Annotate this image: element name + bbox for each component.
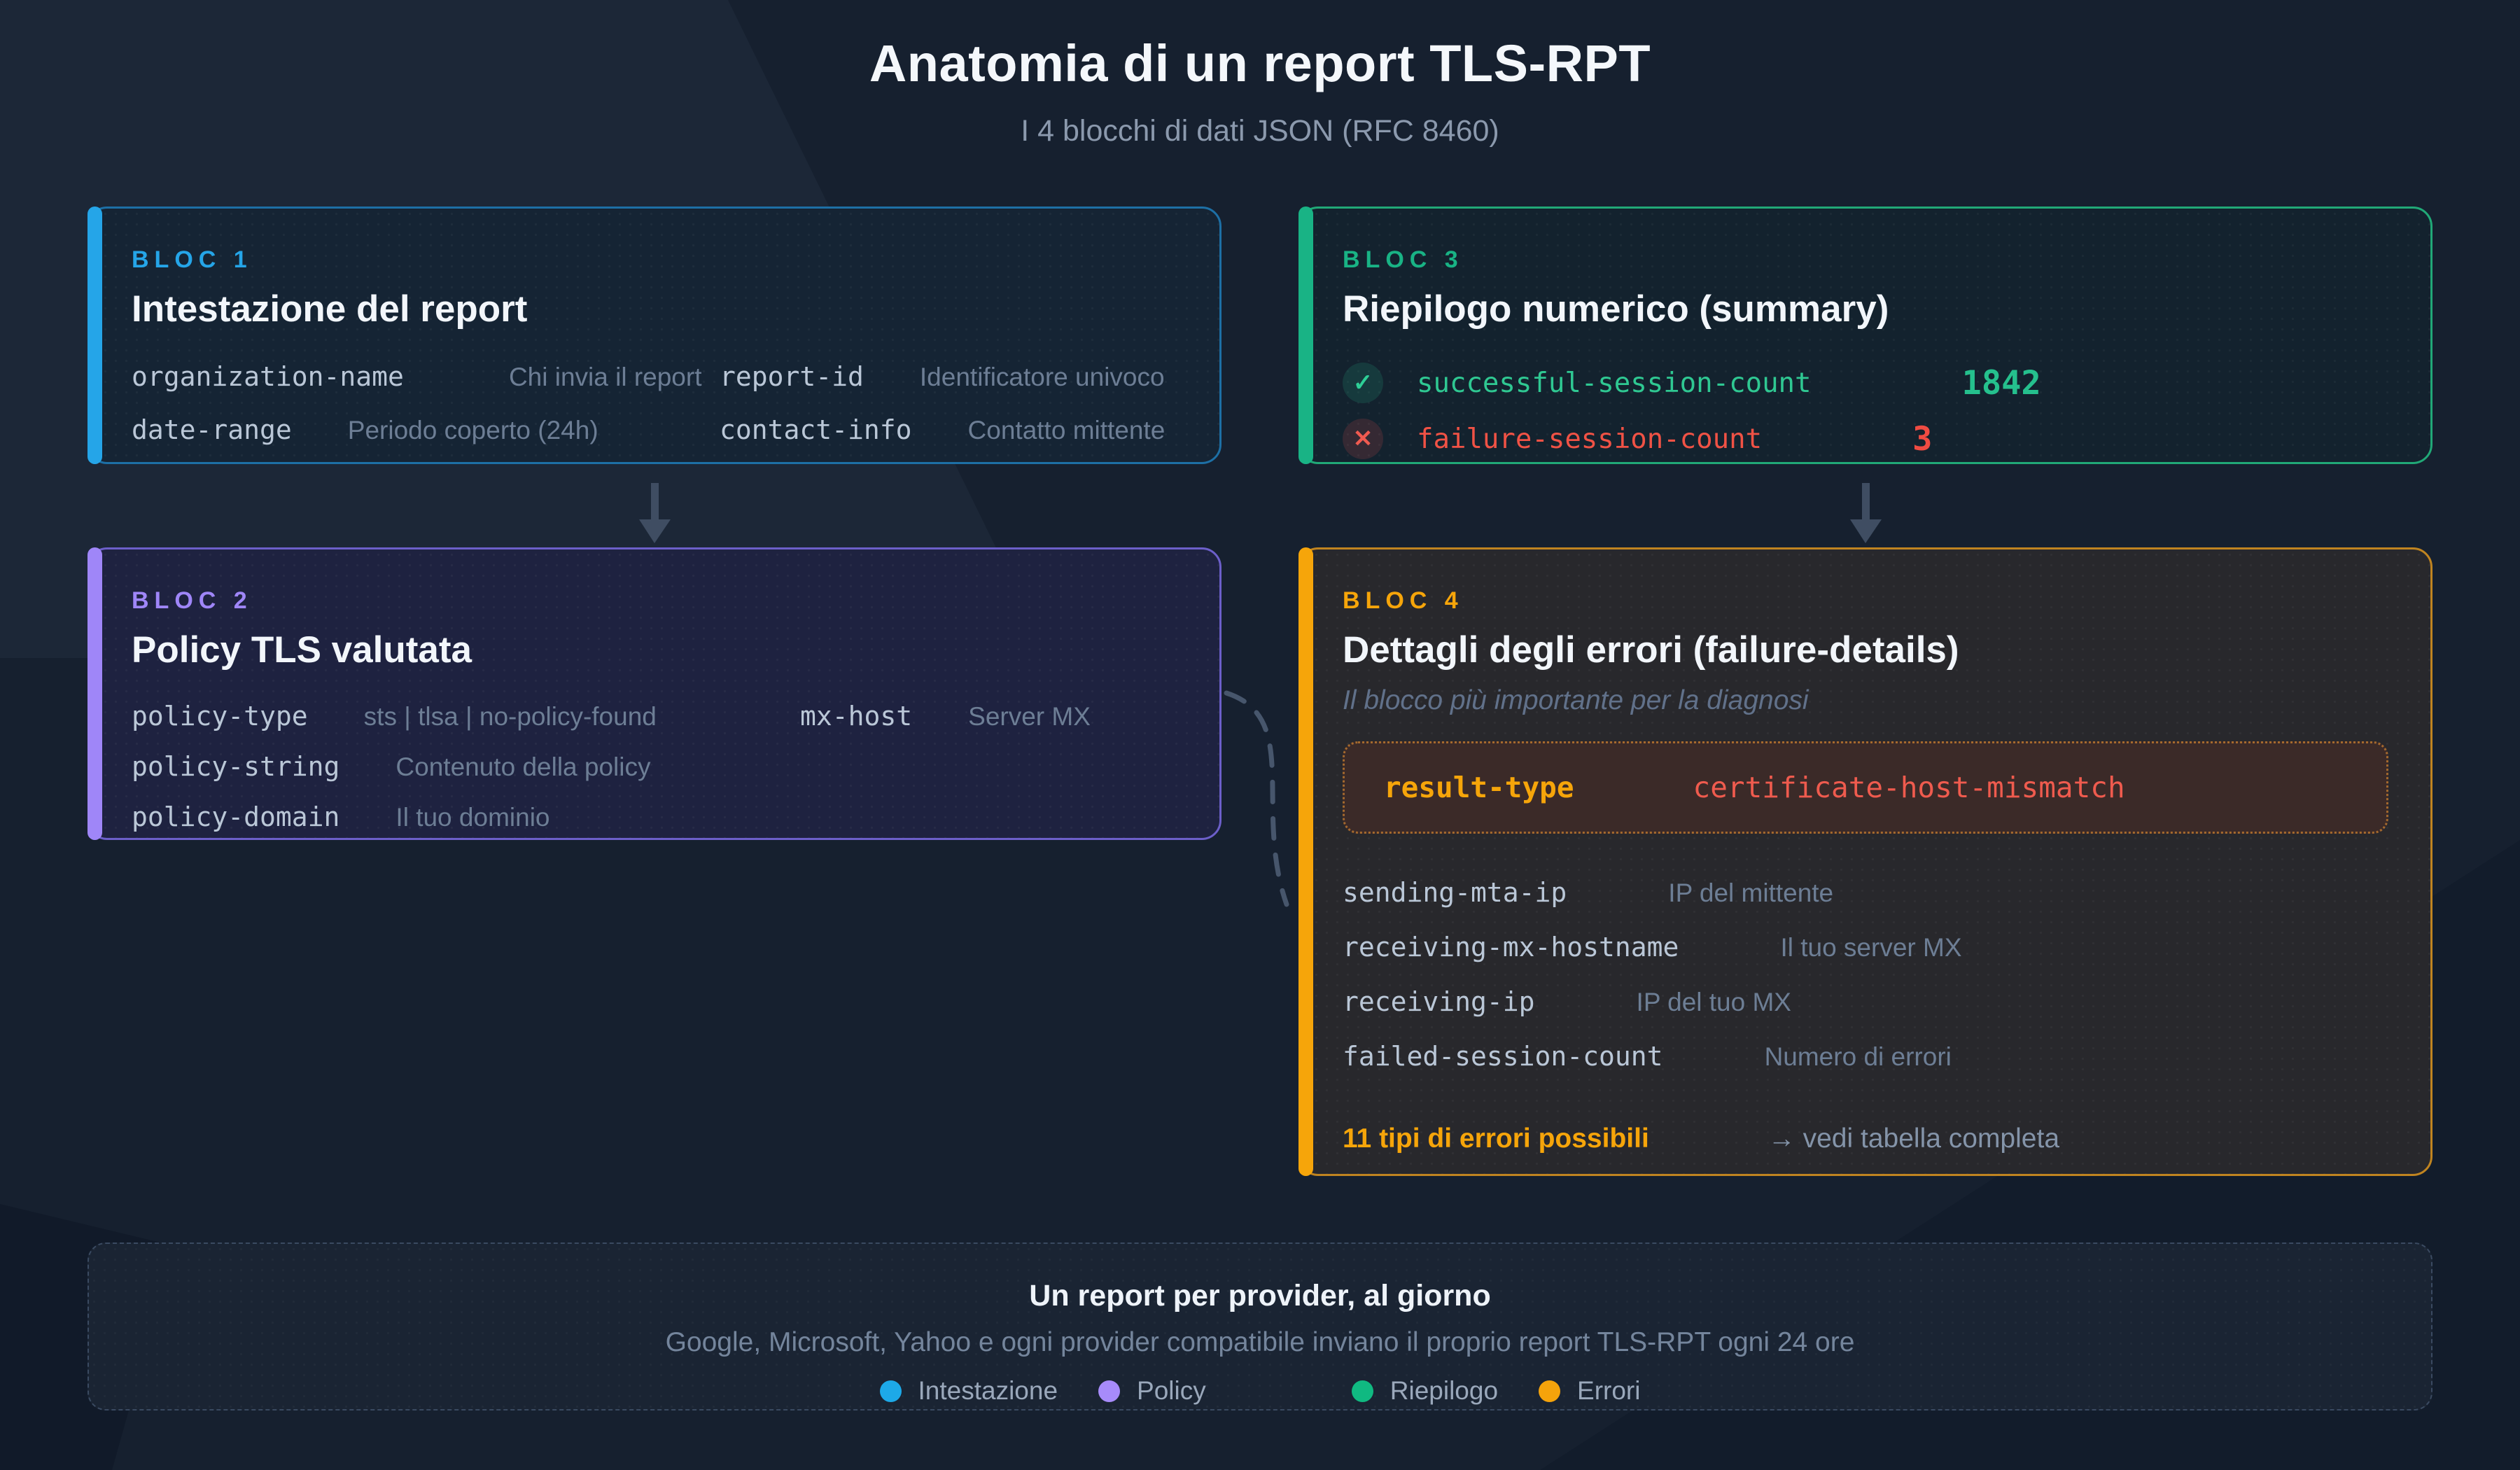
see-full-table-link[interactable]: → vedi tabella completa (1768, 1124, 2060, 1154)
legend: Intestazione Policy Riepilogo Errori (89, 1376, 2431, 1406)
field-key: policy-type (132, 701, 308, 732)
legend-label: Policy (1137, 1376, 1206, 1405)
header: Anatomia di un report TLS-RPT I 4 blocch… (0, 34, 2520, 148)
field-desc: Contatto mittente (967, 416, 1166, 444)
legend-dot-blue-icon (879, 1380, 902, 1402)
field-desc: Periodo coperto (24h) (347, 416, 598, 444)
field-receiving-ip: receiving-ip IP del tuo MX (1343, 986, 2388, 1017)
legend-item-policy: Policy (1098, 1376, 1206, 1406)
field-mx-host: mx-host Server MX (800, 701, 1091, 732)
field-date-range: date-range Periodo coperto (24h) (132, 414, 720, 445)
field-receiving-mx-hostname: receiving-mx-hostname Il tuo server MX (1343, 932, 2388, 962)
bloc1-title: Intestazione del report (132, 288, 528, 330)
field-desc: Contenuto della policy (396, 752, 651, 781)
field-policy-type: policy-type sts | tlsa | no-policy-found (132, 701, 800, 732)
field-desc: IP del tuo MX (1636, 988, 1791, 1016)
field-key: report-id (720, 361, 864, 392)
page-subtitle: I 4 blocchi di dati JSON (RFC 8460) (1021, 114, 1499, 148)
summary-value: 3 (1912, 419, 1933, 458)
legend-item-intestazione: Intestazione (879, 1376, 1058, 1406)
field-key: failed-session-count (1343, 1041, 1663, 1072)
bloc4-tag: BLOC 4 (1343, 587, 1464, 614)
summary-row-success: ✓ successful-session-count 1842 (1343, 363, 2388, 403)
summary-value: 1842 (1961, 363, 2041, 402)
card-bloc2-policy: BLOC 2 Policy TLS valutata policy-type s… (88, 547, 1222, 840)
field-failed-session-count: failed-session-count Numero di errori (1343, 1041, 2388, 1072)
field-key: receiving-mx-hostname (1343, 932, 1679, 962)
bloc4-title: Dettagli degli errori (failure-details) (1343, 629, 1959, 671)
bloc1-tag: BLOC 1 (132, 246, 253, 273)
field-desc: Il tuo server MX (1780, 933, 1962, 962)
legend-label: Intestazione (918, 1376, 1058, 1405)
bloc2-tag: BLOC 2 (132, 587, 253, 614)
field-desc: Il tuo dominio (396, 803, 550, 832)
field-desc: sts | tlsa | no-policy-found (363, 702, 657, 731)
field-desc: Server MX (968, 702, 1091, 731)
accent-bar-bloc3 (1298, 206, 1313, 464)
field-contact-info: contact-info Contatto mittente (720, 414, 1177, 445)
field-key: contact-info (720, 414, 912, 445)
bloc3-title: Riepilogo numerico (summary) (1343, 288, 1889, 330)
field-key: sending-mta-ip (1343, 877, 1567, 908)
page-title: Anatomia di un report TLS-RPT (869, 34, 1651, 92)
summary-key: successful-session-count (1417, 367, 1812, 399)
field-report-id: report-id Identificatore univoco (720, 361, 1177, 392)
card-bloc1-intestazione: BLOC 1 Intestazione del report organizat… (88, 206, 1222, 464)
arrow-down-right-icon (1850, 483, 1882, 543)
footer-subtitle: Google, Microsoft, Yahoo e ogni provider… (665, 1327, 1855, 1357)
legend-label: Errori (1577, 1376, 1641, 1405)
card-bloc4-errori: BLOC 4 Dettagli degli errori (failure-de… (1298, 547, 2432, 1176)
field-key: policy-domain (132, 802, 340, 832)
highlight-key: result-type (1384, 771, 1574, 804)
bloc2-title: Policy TLS valutata (132, 629, 472, 671)
legend-dot-orange-icon (1539, 1380, 1561, 1402)
card-bloc3-riepilogo: BLOC 3 Riepilogo numerico (summary) ✓ su… (1298, 206, 2432, 464)
summary-row-failure: ✕ failure-session-count 3 (1343, 419, 2388, 459)
field-sending-mta-ip: sending-mta-ip IP del mittente (1343, 877, 2388, 908)
summary-key: failure-session-count (1417, 423, 1763, 455)
field-key: receiving-ip (1343, 986, 1535, 1017)
legend-dot-green-icon (1351, 1380, 1373, 1402)
field-organization-name: organization-name Chi invia il report (132, 361, 720, 392)
error-types-count: 11 tipi di errori possibili (1343, 1124, 1649, 1154)
footer-title: Un report per provider, al giorno (1029, 1279, 1491, 1312)
accent-bar-bloc2 (88, 547, 102, 840)
field-key: organization-name (132, 361, 404, 392)
field-desc: Numero di errori (1764, 1042, 1952, 1071)
highlight-value: certificate-host-mismatch (1693, 771, 2125, 804)
footer-panel: Un report per provider, al giorno Google… (88, 1242, 2432, 1410)
bloc4-footnote: 11 tipi di errori possibili → vedi tabel… (1343, 1124, 2388, 1154)
result-type-highlight-box: result-type certificate-host-mismatch (1343, 741, 2388, 834)
field-policy-domain: policy-domain Il tuo dominio (132, 802, 550, 832)
dashed-curve-connector (1224, 690, 1289, 907)
cross-icon: ✕ (1343, 419, 1383, 459)
accent-bar-bloc1 (88, 206, 102, 464)
legend-item-riepilogo: Riepilogo (1351, 1376, 1499, 1406)
field-key: mx-host (800, 701, 913, 732)
legend-item-errori: Errori (1539, 1376, 1640, 1406)
accent-bar-bloc4 (1298, 547, 1313, 1176)
bloc3-tag: BLOC 3 (1343, 246, 1464, 273)
field-desc: Identificatore univoco (919, 363, 1165, 391)
arrow-down-left-icon (639, 483, 671, 543)
field-key: policy-string (132, 751, 340, 782)
field-key: date-range (132, 414, 292, 445)
field-desc: Chi invia il report (508, 363, 702, 391)
legend-label: Riepilogo (1390, 1376, 1499, 1405)
legend-dot-purple-icon (1098, 1380, 1121, 1402)
field-policy-string: policy-string Contenuto della policy (132, 751, 651, 782)
field-desc: IP del mittente (1668, 878, 1834, 907)
bloc4-subtitle: Il blocco più importante per la diagnosi (1343, 685, 1809, 715)
check-icon: ✓ (1343, 363, 1383, 403)
